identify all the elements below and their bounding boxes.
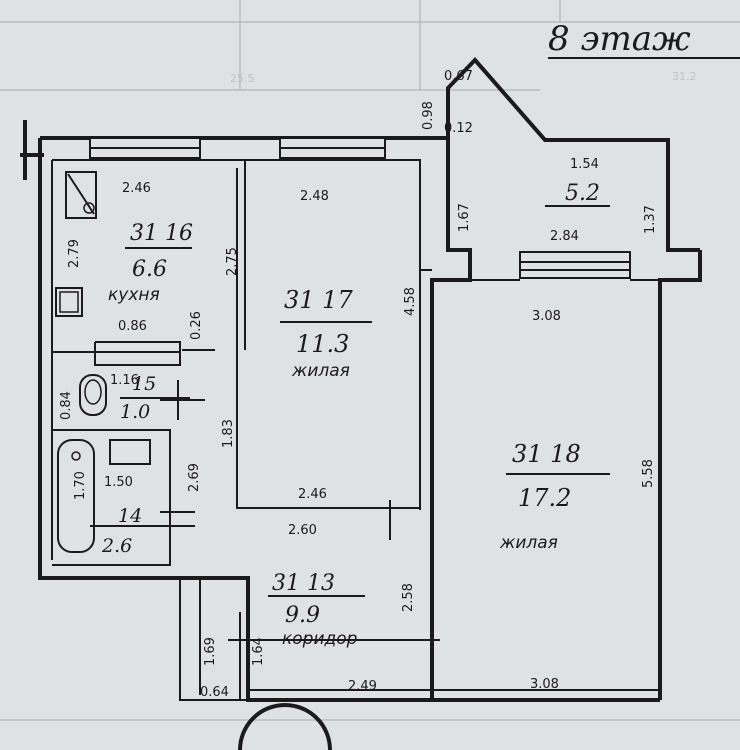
dimension-ticks [160, 349, 391, 700]
windows [89, 137, 631, 279]
dim-label: 1.67 [457, 203, 472, 232]
room-name: жилая [499, 533, 558, 553]
room-area: 2.6 [101, 535, 132, 557]
room-area: 6.6 [132, 257, 167, 282]
dim-label: 1.16 [110, 373, 139, 388]
room-name: жилая [291, 361, 350, 381]
room-bedroom: 31 17 11.3 жилая [280, 286, 372, 381]
dim-label: 5.58 [641, 459, 656, 488]
dim-label: 2.46 [122, 181, 151, 196]
dim-label: 2.84 [550, 229, 579, 244]
dimension-labels: 2.46 2.79 2.75 0.86 0.26 2.48 4.58 0.98 … [59, 69, 658, 700]
dim-label: 2.60 [288, 523, 317, 538]
dim-label: 1.37 [643, 205, 658, 234]
toilet-icon [79, 374, 107, 416]
interior-walls [51, 159, 660, 701]
room-area: 9.9 [285, 603, 320, 628]
kitchen-sink-icon [55, 287, 83, 317]
dim-label: 1.64 [251, 637, 266, 666]
dim-label: 0.84 [59, 391, 74, 420]
dim-label: 0.67 [444, 69, 473, 84]
faded-number-2: 31.2 [672, 70, 697, 83]
dim-label: 3.08 [530, 677, 559, 692]
floor-label: 8 этаж [548, 19, 691, 59]
dim-label: 2.46 [298, 487, 327, 502]
room-bathroom: 14 2.6 [90, 505, 195, 557]
kitchen-stove-icon [65, 171, 97, 219]
room-code: 31 16 [130, 221, 193, 246]
room-code: 15 [132, 373, 156, 395]
dim-label: 2.49 [348, 679, 377, 694]
room-code: 31 17 [284, 286, 353, 314]
dim-label: 1.83 [221, 419, 236, 448]
room-area: 11.3 [296, 330, 349, 358]
room-corridor: 31 13 9.9 коридор [228, 571, 440, 649]
room-area: 5.2 [565, 181, 600, 206]
dim-label: 1.70 [73, 471, 88, 500]
room-living: 31 18 17.2 жилая [499, 440, 610, 553]
faded-number-1: 25.5 [230, 72, 255, 85]
dim-label: 0.86 [118, 319, 147, 334]
dim-label: 4.58 [403, 287, 418, 316]
washbasin-icon [109, 439, 151, 465]
room-code: 31 13 [272, 571, 335, 596]
room-code: 14 [118, 505, 142, 527]
dim-label: 3.08 [532, 309, 561, 324]
dim-label: 2.69 [187, 463, 202, 492]
dim-label: 2.79 [67, 239, 82, 268]
dim-label: 2.58 [401, 583, 416, 612]
room-area: 1.0 [120, 401, 150, 423]
room-balcony: 5.2 [545, 181, 610, 207]
room-area: 17.2 [518, 484, 571, 512]
background-table-lines [0, 0, 740, 721]
dim-label: 1.54 [570, 157, 599, 172]
room-toilet: 15 1.0 [120, 373, 190, 423]
dim-label: 1.50 [104, 475, 133, 490]
room-kitchen: 31 16 6.6 кухня [108, 221, 193, 305]
stair-arc [238, 703, 332, 750]
dim-label: 2.48 [300, 189, 329, 204]
room-code: 31 18 [512, 440, 581, 468]
room-name: кухня [108, 285, 160, 305]
dim-label: 0.12 [444, 121, 473, 136]
dim-label: 2.75 [225, 247, 240, 276]
dim-label: 0.98 [421, 101, 436, 130]
exterior-walls [20, 57, 702, 702]
dim-label: 0.26 [189, 311, 204, 340]
bathtub-icon [57, 439, 95, 553]
dim-label: 0.64 [200, 685, 229, 700]
dim-label: 1.69 [203, 637, 218, 666]
